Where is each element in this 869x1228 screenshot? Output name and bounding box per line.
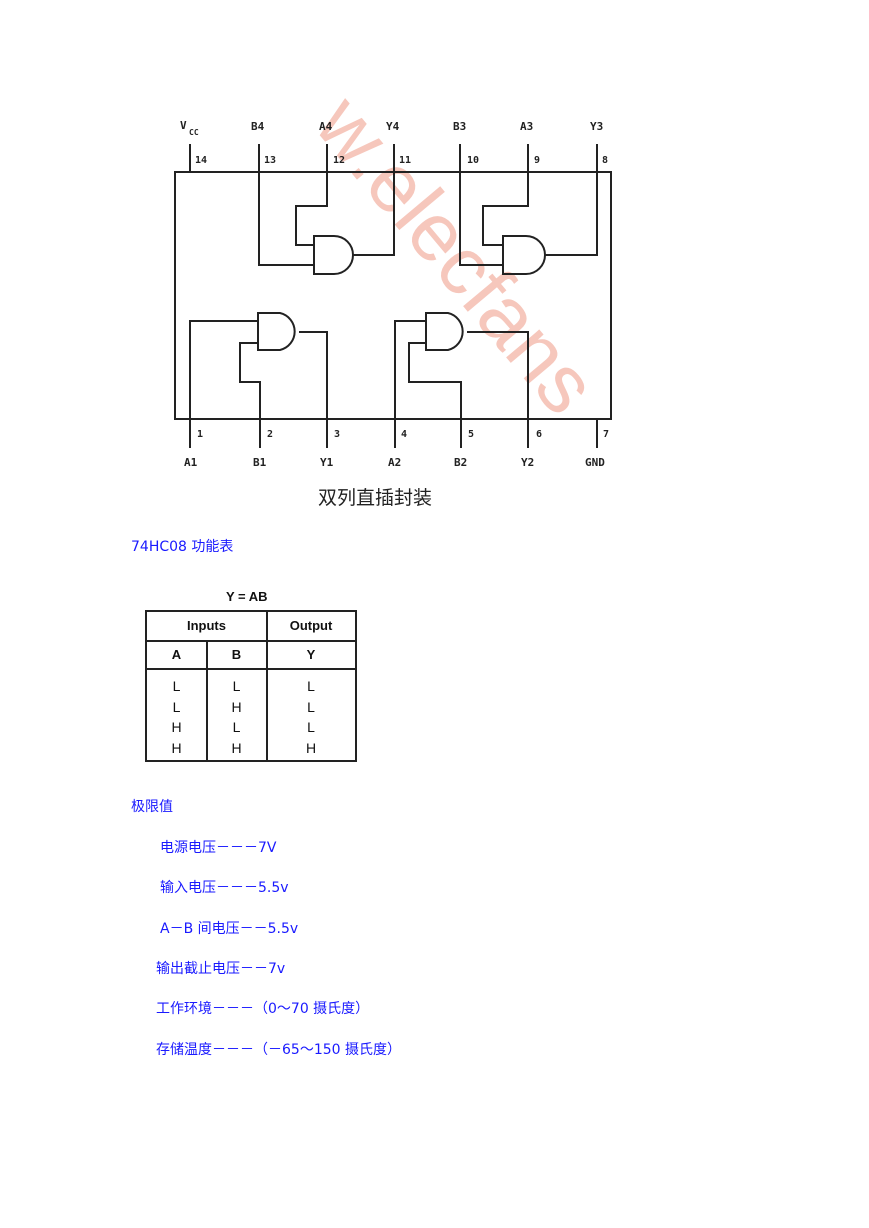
diagram-lines xyxy=(174,144,612,448)
table-cell: H xyxy=(231,739,242,756)
truth-table-grid: Inputs Output A B Y L L L L H L H L L H … xyxy=(145,610,357,762)
pin-number-1: 1 xyxy=(197,429,203,440)
pin-number-7: 7 xyxy=(603,429,609,440)
pinout-diagram: w.elecfans xyxy=(140,98,660,466)
table-cell: L xyxy=(232,719,241,735)
pin-label-b4: B4 xyxy=(251,120,265,133)
table-cell: L xyxy=(172,698,181,715)
pin-label-y4: Y4 xyxy=(386,120,400,133)
pin-number-4: 4 xyxy=(401,429,407,440)
pin-label-a2: A2 xyxy=(388,456,401,466)
pin-label-b3: B3 xyxy=(453,120,466,133)
table-rule xyxy=(266,612,268,760)
pin-label-a4: A4 xyxy=(319,120,333,133)
pin-label-vcc: V xyxy=(180,119,187,132)
limits-item: 输入电压－－－5.5v xyxy=(160,880,289,896)
pin-number-8: 8 xyxy=(602,155,608,166)
pin-number-5: 5 xyxy=(468,429,474,440)
pin-number-13: 13 xyxy=(264,155,276,166)
column-header-b: B xyxy=(231,647,242,662)
pin-number-12: 12 xyxy=(333,155,345,166)
diagram-caption: 双列直插封装 xyxy=(318,487,433,509)
truth-table-equation: Y = AB xyxy=(226,589,268,604)
table-cell: H xyxy=(305,739,317,756)
inputs-header: Inputs xyxy=(187,618,226,633)
column-header-a: A xyxy=(171,647,182,662)
table-cell: H xyxy=(231,698,242,715)
limits-item: 存储温度－－－（－65～150 摄氏度） xyxy=(156,1042,401,1058)
pin-label-y3: Y3 xyxy=(590,120,603,133)
pin-number-14: 14 xyxy=(195,155,207,166)
table-cell: L xyxy=(307,678,315,694)
pin-label-b1: B1 xyxy=(253,456,267,466)
pin-label-y1: Y1 xyxy=(320,456,334,466)
table-cell: H xyxy=(171,739,182,756)
table-rule xyxy=(147,668,355,670)
pin-number-3: 3 xyxy=(334,429,340,440)
table-cell: L xyxy=(307,698,315,715)
truth-table: w Y = AB Inputs Output A B Y L L L L H L… xyxy=(131,586,361,771)
diagram-watermark: w.elecfans xyxy=(298,98,614,431)
table-rule xyxy=(206,640,208,760)
output-header: Output xyxy=(289,618,333,633)
limits-title: 极限值 xyxy=(131,799,173,815)
table-rule xyxy=(147,640,355,642)
table-cell: L xyxy=(307,719,315,735)
limits-item: 工作环境－－－（0～70 摄氏度） xyxy=(156,1001,370,1017)
pin-label-vcc-sub: CC xyxy=(189,128,199,137)
pinout-diagram-svg: w.elecfans xyxy=(174,98,614,466)
pin-number-2: 2 xyxy=(267,429,273,440)
pin-number-9: 9 xyxy=(534,155,540,166)
pin-label-a1: A1 xyxy=(184,456,198,466)
pin-label-y2: Y2 xyxy=(521,456,534,466)
table-cell: L xyxy=(232,678,241,694)
pin-label-a3: A3 xyxy=(520,120,533,133)
pin-label-gnd: GND xyxy=(585,456,605,466)
table-cell: H xyxy=(171,719,182,735)
column-header-y: Y xyxy=(306,647,316,662)
pin-number-6: 6 xyxy=(536,429,542,440)
function-table-title: 74HC08 功能表 xyxy=(131,539,234,555)
limits-item: 输出截止电压－－7v xyxy=(156,961,286,977)
pin-label-b2: B2 xyxy=(454,456,467,466)
limits-item: 电源电压－－－7V xyxy=(160,840,277,856)
pin-number-11: 11 xyxy=(399,155,411,166)
pin-number-10: 10 xyxy=(467,155,479,166)
table-cell: L xyxy=(172,678,181,694)
limits-item: A－B 间电压－－5.5v xyxy=(160,921,299,937)
